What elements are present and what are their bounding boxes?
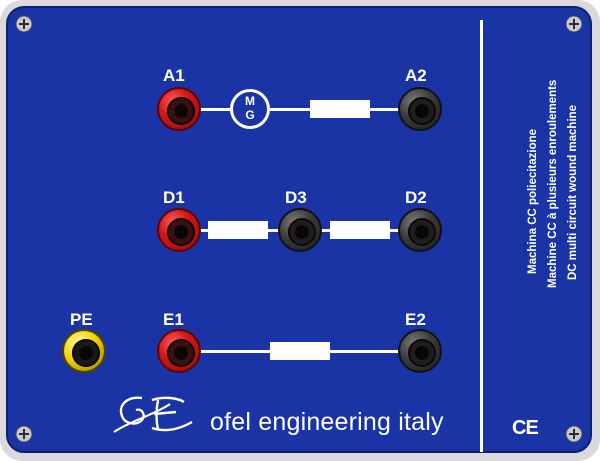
description-line-french: Machine CC à plusieurs enroulements (547, 79, 559, 288)
motor-generator-icon: M G (230, 89, 270, 129)
jack-a2[interactable] (398, 87, 442, 131)
jack-d2[interactable] (398, 208, 442, 252)
jack-d3[interactable] (278, 208, 322, 252)
jack-a1[interactable] (157, 87, 201, 131)
terminal-label-d1: D1 (163, 188, 185, 207)
terminal-label-d2: D2 (405, 188, 427, 207)
terminal-label-d3: D3 (285, 188, 307, 207)
wire-a (195, 108, 410, 111)
panel-divider (480, 20, 483, 452)
terminal-label-a2: A2 (405, 66, 427, 85)
description-line-english: DC multi circuit wound machine (567, 104, 579, 280)
jack-e2[interactable] (398, 329, 442, 373)
jack-e1[interactable] (157, 329, 201, 373)
motor-label-m: M (245, 94, 255, 108)
terminal-label-e1: E1 (163, 310, 184, 329)
terminal-label-a1: A1 (163, 66, 185, 85)
company-name: ofel engineering italy (210, 408, 444, 436)
motor-label-g: G (245, 108, 255, 122)
jack-d1[interactable] (157, 208, 201, 252)
ofel-logo-icon (113, 396, 193, 433)
jack-pe[interactable] (62, 329, 106, 373)
screw-icon (15, 15, 33, 33)
screw-icon (565, 425, 583, 443)
winding-e (270, 342, 330, 360)
ce-mark: CE (512, 417, 539, 439)
screw-icon (565, 15, 583, 33)
terminal-label-pe: PE (70, 310, 93, 329)
terminal-label-e2: E2 (405, 310, 426, 329)
winding-a (310, 100, 370, 118)
screw-icon (15, 425, 33, 443)
winding-d3-d2 (330, 221, 390, 239)
machine-description: Machina CC poliecitazione Machine CC à p… (515, 60, 585, 290)
description-line-italian: Machina CC poliecitazione (527, 128, 539, 274)
winding-d1-d3 (208, 221, 268, 239)
